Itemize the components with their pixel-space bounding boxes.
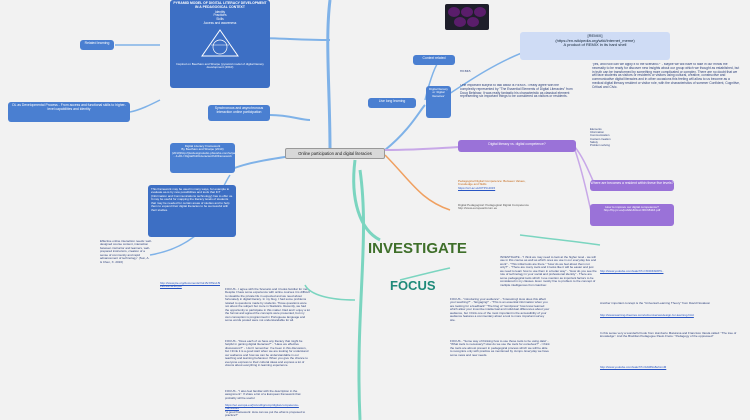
remix-quote: "yes, and how can we apply it to the sce… (592, 63, 740, 89)
focus-left-3: FOCUS - "I also feel familiar with the d… (225, 390, 301, 400)
branch-right-investigate (519, 234, 601, 246)
related-learning-node[interactable]: Related learning (80, 40, 114, 50)
digital-ped-link[interactable]: http://www.europeanforum.eu (458, 206, 498, 211)
competence-item: Safety (590, 139, 598, 144)
focus-left-1: FOCUS - I agree with the Scenario and it… (225, 288, 310, 322)
branch-sync (269, 114, 311, 121)
focus-left-link[interactable]: https://ec.europa.eu/jrc/en/digcomp/digi… (225, 404, 299, 411)
right-note-2: In this sense very a wonderful book from… (600, 332, 737, 339)
focus-left-4: "A good framework: How can we put the wh… (225, 411, 306, 418)
digital-ped-title: Digital Pedagogical: Pedagogical Digital… (458, 204, 529, 207)
hex-5 (467, 17, 479, 27)
resident-question-node[interactable]: Where are becomes a resident within thes… (590, 180, 674, 191)
improve-question: How to improve our digital competence? (605, 205, 659, 209)
digital-pedagogical-node[interactable]: Digital Pedagogical: Pedagogical Digital… (458, 204, 538, 216)
right-note-1: Another important concept is the "Univer… (600, 302, 710, 305)
remix-important-note: One important subject to talk about is R… (460, 84, 573, 99)
investigate-text: INVESTIGATE - "I think we may need to lo… (500, 256, 597, 287)
improve-link[interactable]: http://ftp.jrc.es/pub/EURdoc/JRC68116.pd… (603, 208, 661, 213)
hex-4 (454, 17, 466, 27)
branch-dl-vs-comp (384, 146, 461, 151)
branch-trunk (326, 0, 332, 151)
pyramid-level-skills: Skills (216, 17, 224, 22)
framework-note: This framework may be used in many ways,… (148, 185, 236, 237)
competence-list: Elements Information Communication Conte… (590, 128, 740, 172)
remix-meme-card: [REMIX] (https://en.wikipedia.org/wiki/I… (520, 32, 670, 60)
branch-focus-left (304, 284, 356, 301)
remix-label: REMIX (460, 70, 471, 73)
competence-item: Elements (590, 128, 602, 131)
pedagogical-link[interactable]: https://ccr.ac.uk/OTP3-2015 (458, 185, 496, 190)
competence-item: Information (590, 130, 604, 135)
pyramid-caption: Inspired on Beetham and Sharpe (pyramid … (176, 61, 264, 70)
hex-1 (448, 7, 460, 17)
pedagogical-title: Pedagogical Digital Competence: Between … (458, 180, 526, 187)
pedagogical-competence-node[interactable]: Pedagogical Digital Competence: Between … (458, 180, 528, 200)
investigate-link[interactable]: http://www.youtube.com/watch?v=XDDKbRPN.… (600, 270, 664, 273)
competence-item: Content creation (590, 136, 611, 141)
dl-vs-competence-node[interactable]: Digital literacy vs. digital competence? (458, 140, 576, 152)
branch-dl-dev (129, 99, 161, 113)
pyramid-level-identity: Identity (214, 9, 226, 14)
remix-sub: A product of REMIX in its hard shell (563, 42, 627, 48)
pyramid-title: PYRAMID MODEL OF DIGITAL LITERACY DEVELO… (173, 1, 267, 9)
branch-investigate (352, 159, 381, 242)
hex-3 (474, 7, 486, 17)
pyramid-graphic (201, 28, 239, 56)
live-long-learning-node[interactable]: Live long learning (368, 98, 416, 108)
central-topic[interactable]: Online participation and digital literac… (285, 148, 385, 159)
effective-interaction-note: Effective online interaction needs: well… (100, 240, 152, 264)
competence-item: Communication (590, 133, 610, 138)
pyramid-model-card: PYRAMID MODEL OF DIGITAL LITERACY DEVELO… (170, 0, 270, 88)
dl-developmental-process-node[interactable]: DL as Developmental Process - From acces… (8, 102, 130, 122)
right-note-1-link[interactable]: http://www.learning-theories.com/udl-uni… (600, 314, 694, 317)
hex-banner (445, 4, 489, 30)
pyramid-level-practices: Practices (213, 13, 227, 18)
branch-focus-right (399, 267, 451, 281)
right-bottom-link[interactable]: http://www.youtube.com/watch?v=kbMNs8ehx… (600, 366, 667, 369)
investigate-heading[interactable]: INVESTIGATE (368, 240, 467, 257)
branch-right-main (384, 104, 426, 151)
hex-2 (461, 7, 473, 17)
branch-pedagogical (384, 154, 451, 211)
competence-item: Problem solving (590, 143, 610, 148)
pyramid-level-access: Access and awareness (203, 20, 237, 25)
sync-async-node[interactable]: Synchronous and asynchronous interaction… (208, 105, 270, 121)
remix-link[interactable]: (https://en.wikipedia.org/wiki/Internet_… (555, 37, 635, 43)
remix-title: [REMIX] (587, 33, 603, 38)
focus-heading[interactable]: FOCUS (390, 278, 436, 293)
improve-competence-node[interactable]: How to improve our digital competence? h… (590, 204, 674, 226)
focus-left-2: FOCUS - "Does each of us have any litera… (225, 340, 309, 368)
pyramid-levels: Identity Practices Skills Access and awa… (170, 9, 270, 26)
digital-literacy-node[interactable]: Digital literacy or 'digital literacies' (426, 86, 451, 118)
branch-focus (357, 169, 366, 420)
focus-text: FOCUS - "introducing your audience" - "I… (450, 298, 550, 322)
framework-node[interactable]: Digital Literacy Framework By Beetham an… (170, 143, 235, 173)
effective-interaction-link[interactable]: http://www.jite.org/documents/Vol15/JITE… (160, 282, 220, 289)
focus-text-2: FOCUS - "Some way of thinking how to use… (450, 340, 550, 357)
context-related-node[interactable]: Context related (413, 55, 455, 65)
